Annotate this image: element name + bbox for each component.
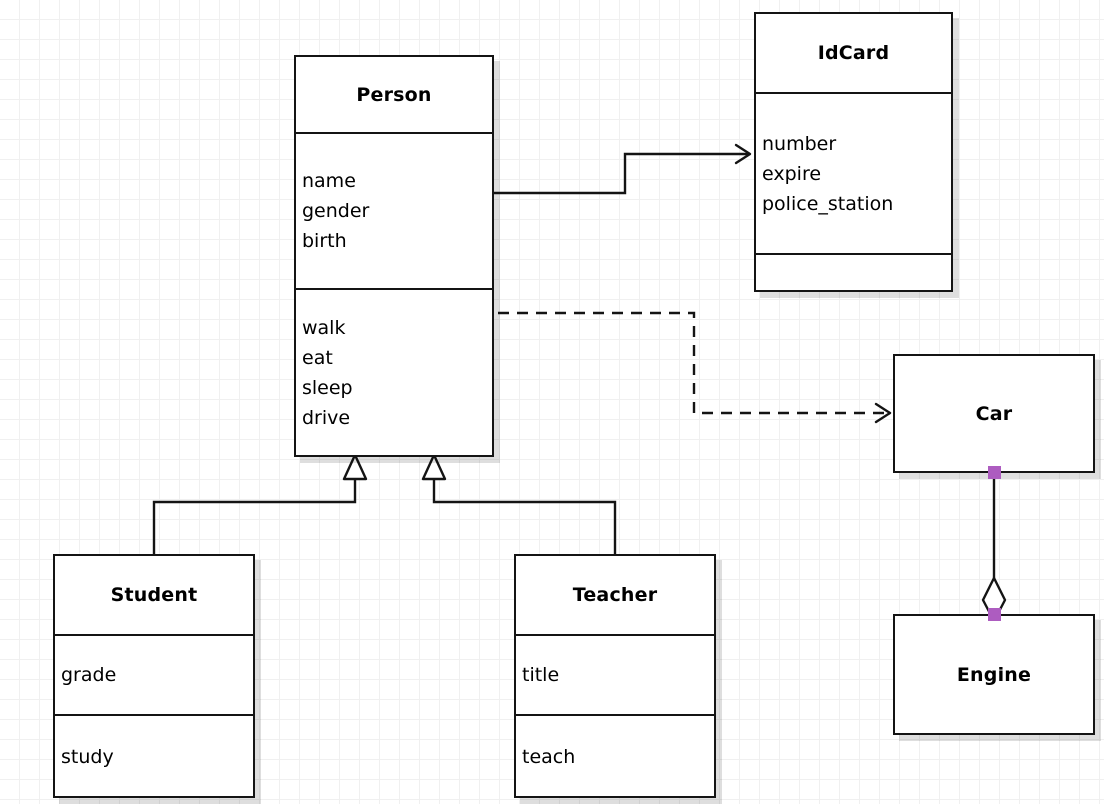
teacher-attributes-compartment: title (516, 634, 714, 714)
teacher-methods-compartment: teach (516, 714, 714, 798)
student-attribute: grade (61, 664, 117, 686)
person-class-name: Person (356, 83, 432, 106)
teacher-title-compartment: Teacher (516, 556, 714, 634)
student-method: study (61, 746, 114, 768)
idcard-title-compartment: IdCard (756, 14, 951, 92)
uml-class-student[interactable]: Student grade study (53, 554, 255, 798)
connector-person-car[interactable] (498, 311, 892, 424)
person-title-compartment: Person (296, 57, 492, 132)
idcard-attribute: number (762, 132, 837, 155)
person-methods-compartment: walk eat sleep drive (296, 288, 492, 455)
connector-car-engine[interactable] (981, 474, 1007, 623)
student-methods-compartment: study (55, 714, 253, 798)
uml-class-person[interactable]: Person name gender birth walk eat sleep … (294, 55, 494, 457)
teacher-method: teach (522, 746, 576, 768)
student-attributes-compartment: grade (55, 634, 253, 714)
teacher-class-name: Teacher (572, 584, 658, 606)
person-attributes-compartment: name gender birth (296, 132, 492, 288)
person-attribute: name (302, 170, 356, 192)
engine-connection-handle[interactable] (988, 608, 1001, 621)
idcard-attribute: police_station (762, 192, 894, 215)
uml-class-idcard[interactable]: IdCard number expire police_station (754, 12, 953, 292)
person-method: sleep (302, 376, 353, 399)
teacher-attribute: title (522, 664, 560, 686)
engine-title-compartment: Engine (895, 616, 1093, 733)
uml-class-teacher[interactable]: Teacher title teach (514, 554, 716, 798)
person-method: eat (302, 346, 333, 369)
connector-person-idcard[interactable] (494, 143, 752, 195)
car-connection-handle[interactable] (988, 466, 1001, 479)
uml-class-car[interactable]: Car (893, 354, 1095, 473)
idcard-methods-compartment (756, 253, 951, 290)
person-attribute: gender (302, 200, 370, 222)
connector-teacher-person[interactable] (421, 453, 617, 556)
uml-class-engine[interactable]: Engine (893, 614, 1095, 735)
person-method: walk (302, 316, 346, 339)
student-class-name: Student (110, 584, 198, 606)
idcard-attributes-compartment: number expire police_station (756, 92, 951, 253)
person-method: drive (302, 406, 351, 429)
person-attribute: birth (302, 230, 347, 252)
idcard-attribute: expire (762, 162, 822, 185)
car-class-name: Car (975, 402, 1013, 425)
idcard-class-name: IdCard (817, 42, 890, 64)
student-title-compartment: Student (55, 556, 253, 634)
connector-student-person[interactable] (152, 453, 368, 556)
engine-class-name: Engine (956, 663, 1032, 686)
car-title-compartment: Car (895, 356, 1093, 471)
